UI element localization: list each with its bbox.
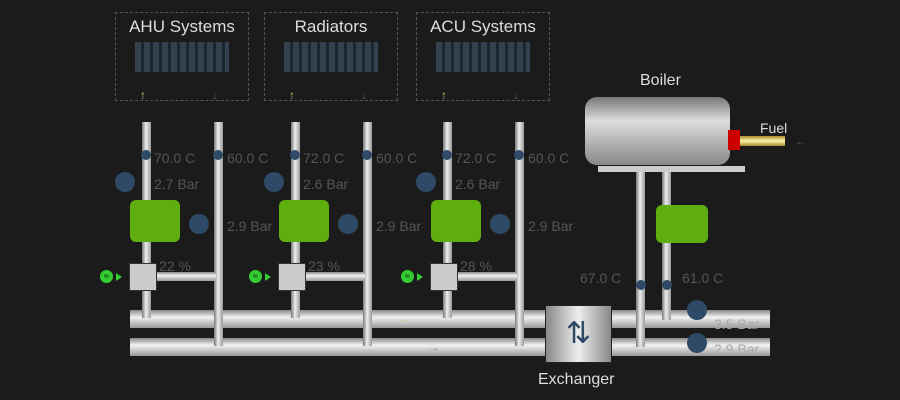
fuel-label: Fuel: [760, 120, 788, 136]
supply-pressure: 2.6 Bar: [303, 176, 349, 192]
supply-arrow: ↑: [441, 88, 447, 102]
return-pipe: [363, 122, 372, 346]
return-pressure: 2.9 Bar: [227, 218, 273, 234]
boiler-supply-thermometer-icon: [662, 280, 672, 290]
system-title: AHU Systems: [129, 17, 235, 36]
thermometer-icon: [213, 150, 223, 160]
valve-motor-icon: ≈: [100, 270, 113, 283]
supply-arrow: ↑: [289, 88, 295, 102]
valve-motor-icon: ≈: [249, 270, 262, 283]
thermometer-icon: [442, 150, 452, 160]
boiler-return-temp: 67.0 C: [580, 270, 622, 286]
thermometer-icon: [362, 150, 372, 160]
exchanger-pressure-bottom: 2.9 Bar: [714, 341, 760, 357]
boiler-return-thermometer-icon: [636, 280, 646, 290]
control-valve[interactable]: [129, 263, 157, 291]
system-title: Radiators: [294, 17, 368, 36]
pressure-gauge-icon: [416, 172, 436, 192]
supply-temp: 72.0 C: [303, 150, 345, 166]
pressure-gauge-icon: [264, 172, 284, 192]
exchanger-pressure-top: 3.5 Bar: [714, 316, 760, 332]
boiler-pump[interactable]: [656, 205, 708, 243]
circulation-pump[interactable]: [279, 200, 329, 242]
burner: [728, 130, 740, 150]
system-box[interactable]: AHU Systems: [115, 12, 249, 101]
return-pressure: 2.9 Bar: [376, 218, 422, 234]
system-box[interactable]: ACU Systems: [416, 12, 550, 101]
pressure-gauge-icon: [490, 214, 510, 234]
system-illustration: [436, 42, 530, 72]
return-arrow: ↓: [212, 88, 218, 102]
return-temp: 60.0 C: [528, 150, 570, 166]
circulation-pump[interactable]: [130, 200, 180, 242]
boiler-supply-pipe: [662, 172, 671, 320]
boiler-platform: [598, 166, 745, 172]
fuel-arrow: ←: [795, 134, 807, 148]
play-icon: [265, 273, 271, 281]
return-temp: 60.0 C: [227, 150, 269, 166]
control-valve[interactable]: [278, 263, 306, 291]
return-temp: 60.0 C: [376, 150, 418, 166]
pressure-gauge-icon: [687, 333, 707, 353]
control-valve[interactable]: [430, 263, 458, 291]
pressure-gauge-icon: [115, 172, 135, 192]
bypass-pipe: [299, 272, 365, 281]
supply-arrow: ↑: [140, 88, 146, 102]
system-illustration: [284, 42, 378, 72]
fuel-pipe: [740, 136, 785, 146]
flow-arrow-left: ←: [400, 311, 412, 325]
return-pipe: [214, 122, 223, 346]
bypass-pipe: [451, 272, 517, 281]
return-arrow: ↓: [513, 88, 519, 102]
system-illustration: [135, 42, 229, 72]
boiler-title: Boiler: [640, 72, 681, 89]
valve-position: 23 %: [308, 258, 340, 274]
valve-position: 22 %: [159, 258, 191, 274]
boiler-return-pipe: [636, 172, 645, 347]
thermometer-icon: [290, 150, 300, 160]
pressure-gauge-icon: [687, 300, 707, 320]
return-arrow: ↓: [361, 88, 367, 102]
circulation-pump[interactable]: [431, 200, 481, 242]
exchange-arrows-icon: ⇅: [565, 317, 592, 350]
supply-pressure: 2.6 Bar: [455, 176, 501, 192]
pressure-gauge-icon: [189, 214, 209, 234]
play-icon: [116, 273, 122, 281]
return-pipe: [515, 122, 524, 346]
bypass-pipe: [150, 272, 216, 281]
boiler-supply-temp: 61.0 C: [682, 270, 724, 286]
exchanger-title: Exchanger: [538, 371, 615, 388]
flow-arrow-right: →: [428, 340, 440, 354]
valve-position: 28 %: [460, 258, 492, 274]
thermometer-icon: [141, 150, 151, 160]
return-pressure: 2.9 Bar: [528, 218, 574, 234]
supply-pressure: 2.7 Bar: [154, 176, 200, 192]
valve-motor-icon: ≈: [401, 270, 414, 283]
play-icon: [417, 273, 423, 281]
system-box[interactable]: Radiators: [264, 12, 398, 101]
pressure-gauge-icon: [338, 214, 358, 234]
supply-temp: 72.0 C: [455, 150, 497, 166]
thermometer-icon: [514, 150, 524, 160]
boiler[interactable]: [585, 97, 730, 165]
return-header-pipe: [130, 338, 770, 356]
exchanger[interactable]: ⇅: [545, 305, 612, 363]
supply-temp: 70.0 C: [154, 150, 196, 166]
system-title: ACU Systems: [430, 17, 536, 36]
